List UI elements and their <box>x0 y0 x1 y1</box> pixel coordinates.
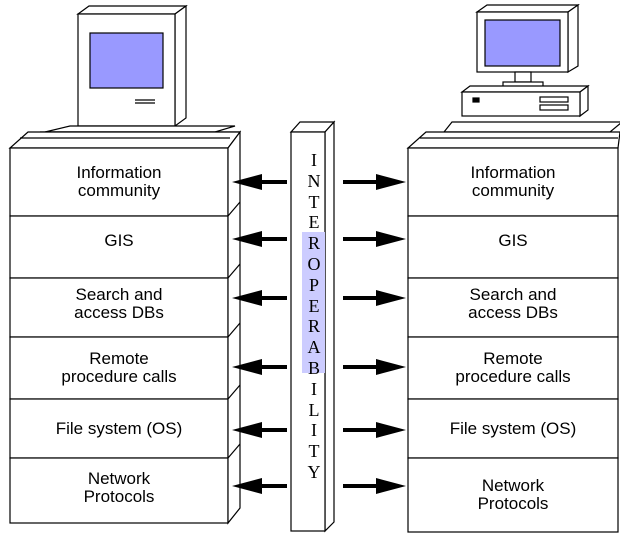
arrow-pair-network-protocols <box>232 478 406 494</box>
right-layer-search-access-dbs: Search and access DBs <box>468 285 558 322</box>
pillar-letter: R <box>307 316 320 337</box>
arrow-pair-file-system <box>232 422 406 438</box>
left-layer-search-access-dbs: Search and access DBs <box>74 285 164 322</box>
pillar-letter: A <box>307 337 321 358</box>
right-layer-network-protocols: Network Protocols <box>477 476 549 513</box>
left-layer-stack <box>9 130 241 525</box>
right-layer-gis: GIS <box>498 231 528 250</box>
pillar-letter: Y <box>307 461 321 482</box>
left-screen <box>89 32 164 89</box>
pillar-letter: P <box>308 274 319 295</box>
left-layer-remote-procedure-calls: Remote procedure calls <box>61 349 177 386</box>
arrow-pair-remote-procedure-calls <box>232 359 406 375</box>
pillar-letter: I <box>311 378 317 399</box>
right-computer-icon <box>406 3 620 149</box>
right-layer-remote-procedure-calls: Remote procedure calls <box>455 349 571 386</box>
left-layer-file-system: File system (OS) <box>55 418 183 438</box>
pillar-highlight <box>302 232 325 373</box>
pillar-letter: I <box>311 150 317 170</box>
arrow-pair-search-access-dbs <box>232 290 406 306</box>
right-layer-information-community: Information community <box>470 163 556 200</box>
pillar-letter: R <box>307 233 320 254</box>
pillar-letter: T <box>308 441 320 462</box>
pillar-letter: E <box>308 295 320 316</box>
pillar-letter: O <box>307 253 321 274</box>
interoperability-pillar <box>289 120 336 533</box>
interoperability-label: I N T E R O P E R A B I L I T Y <box>302 150 326 483</box>
pillar-letter: L <box>308 399 320 420</box>
pillar-letter: E <box>308 212 320 233</box>
right-layer-file-system: File system (OS) <box>449 418 577 438</box>
arrow-pair-gis <box>232 231 406 247</box>
right-layer-stack <box>407 147 619 533</box>
arrow-pair-information-community <box>232 174 406 190</box>
pillar-letter: B <box>307 357 320 378</box>
left-layer-network-protocols: Network Protocols <box>83 469 155 506</box>
pillar-letter: T <box>308 191 320 212</box>
right-screen <box>484 19 561 67</box>
arrows <box>232 174 406 494</box>
left-layer-gis: GIS <box>104 231 134 250</box>
pillar-letter: I <box>311 420 317 441</box>
pillar-letter: N <box>307 170 321 191</box>
left-computer-icon <box>8 4 242 149</box>
left-layer-information-community: Information community <box>76 163 162 200</box>
